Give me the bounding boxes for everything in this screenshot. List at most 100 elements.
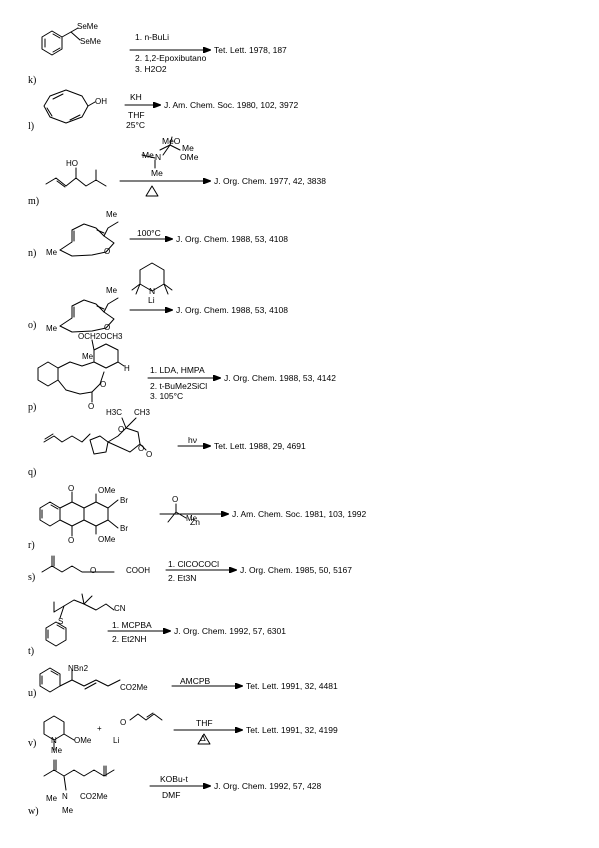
atom-label: S <box>58 617 64 626</box>
reaction-label: s) <box>28 572 36 583</box>
structure-p <box>37 339 125 403</box>
condition-text: DMF <box>162 790 181 800</box>
atom-label: Me <box>106 286 118 295</box>
structure-k <box>41 27 81 56</box>
condition-text: Me <box>151 168 163 178</box>
atom-label: Me <box>106 210 118 219</box>
atom-label: SeMe <box>80 37 101 46</box>
atom-label: + <box>97 724 102 733</box>
structure-m <box>45 167 107 188</box>
reaction-label: m) <box>28 196 40 207</box>
condition-text: 2. t-BuMe2SiCl <box>150 381 208 391</box>
condition-text: 25°C <box>126 120 145 130</box>
atom-label: SeMe <box>77 22 98 31</box>
atom-label: O <box>104 323 111 332</box>
structure-v <box>43 712 163 751</box>
atom-label: O <box>90 566 97 575</box>
condition-text: Me <box>182 143 194 153</box>
atom-label: CO2Me <box>80 792 108 801</box>
atom-label: OMe <box>98 535 116 544</box>
atom-label: COOH <box>126 566 150 575</box>
atom-label: Me <box>186 514 198 523</box>
atom-label: Li <box>113 736 120 745</box>
heat-triangle-v <box>197 733 211 745</box>
atom-label: O <box>88 402 95 411</box>
condition-text: 1. n-BuLi <box>135 32 170 42</box>
structure-n <box>59 221 119 257</box>
atom-label: O <box>68 484 75 493</box>
literature-reference: J. Org. Chem. 1992, 57, 6301 <box>174 626 286 636</box>
atom-label: O <box>138 444 145 453</box>
condition-text: Li <box>148 295 155 305</box>
reaction-label: v) <box>28 738 37 749</box>
atom-label: O <box>120 718 127 727</box>
atom-label: O <box>172 495 179 504</box>
atom-label: Me <box>82 352 94 361</box>
atom-label: Me <box>46 794 58 803</box>
reaction-label: k) <box>28 75 37 86</box>
condition-text: 100°C <box>137 228 161 238</box>
reaction-label: o) <box>28 320 37 331</box>
reagent-m-acetal <box>141 136 181 169</box>
atom-label: Me <box>46 248 58 257</box>
atom-label: Me <box>51 746 63 755</box>
atom-label: CN <box>114 604 126 613</box>
reaction-label: q) <box>28 467 37 478</box>
condition-text: 2. Et2NH <box>112 634 147 644</box>
condition-text: Δ <box>200 733 206 743</box>
condition-text: Zn <box>190 517 200 527</box>
reaction-label: n) <box>28 248 37 259</box>
condition-text: 1. LDA, HMPA <box>150 365 205 375</box>
atom-label: Br <box>120 524 128 533</box>
literature-reference: J. Org. Chem. 1988, 53, 4108 <box>176 305 288 315</box>
structure-o <box>59 297 119 333</box>
condition-text: 2. 1,2-Epoxibutano <box>135 53 207 63</box>
reagent-o-lithium-tmp <box>131 262 173 295</box>
reaction-label: t) <box>28 646 35 657</box>
heat-triangle-m <box>145 185 159 197</box>
condition-text: 2. Et3N <box>168 573 197 583</box>
atom-label: O <box>100 380 107 389</box>
structure-r <box>39 491 187 537</box>
literature-reference: J. Am. Chem. Soc. 1980, 102, 3972 <box>164 100 299 110</box>
atom-label: NBn2 <box>68 664 89 673</box>
literature-reference: Tet. Lett. 1991, 32, 4481 <box>246 681 338 691</box>
condition-text: 1. MCPBA <box>112 620 152 630</box>
literature-reference: Tet. Lett. 1991, 32, 4199 <box>246 725 338 735</box>
condition-text: OMe <box>180 152 199 162</box>
condition-text: 3. 105°C <box>150 391 184 401</box>
condition-text: N <box>149 286 156 296</box>
structure-s <box>41 555 115 573</box>
atom-label: HO <box>66 159 78 168</box>
condition-text: N <box>155 152 162 162</box>
literature-reference: J. Org. Chem. 1977, 42, 3838 <box>214 176 326 186</box>
literature-reference: J. Org. Chem. 1988, 53, 4108 <box>176 234 288 244</box>
atom-label: H3C <box>106 408 123 417</box>
structure-l <box>43 89 96 124</box>
condition-text: 3. H2O2 <box>135 64 167 74</box>
structure-w <box>43 759 115 791</box>
condition-text: THF <box>128 110 145 120</box>
literature-reference: Tet. Lett. 1978, 187 <box>214 45 287 55</box>
reaction-label: l) <box>28 121 35 132</box>
atom-label: Me <box>62 806 74 815</box>
atom-label: CO2Me <box>120 683 148 692</box>
condition-text: KOBu-t <box>160 774 188 784</box>
condition-text: THF <box>196 718 213 728</box>
reaction-label: r) <box>28 540 35 551</box>
literature-reference: J. Am. Chem. Soc. 1981, 103, 1992 <box>232 509 367 519</box>
condition-text: MeO <box>162 136 181 146</box>
structure-t <box>45 593 115 647</box>
reaction-label: p) <box>28 402 37 413</box>
literature-reference: J. Org. Chem. 1992, 57, 428 <box>214 781 322 791</box>
atom-label: OH <box>95 97 107 106</box>
atom-label: O <box>104 247 111 256</box>
atom-label: N <box>51 736 57 745</box>
atom-label: CH3 <box>134 408 151 417</box>
atom-label: OMe <box>74 736 92 745</box>
atom-label: OMe <box>98 486 116 495</box>
atom-label: N <box>62 792 68 801</box>
atom-label: O <box>146 450 153 459</box>
condition-text: 1. ClCOCOCl <box>168 559 220 569</box>
